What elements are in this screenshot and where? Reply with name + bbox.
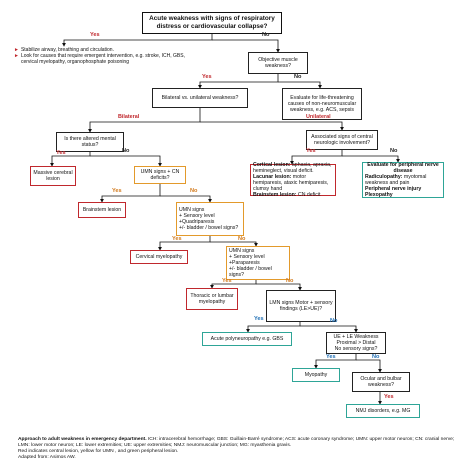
- cortical-lacunar-brainstem-box: Cortical lesion: aphasia, apraxia, hemin…: [250, 162, 336, 198]
- brainstem-lesion: Brainstem lesion: [78, 202, 126, 218]
- lmn-signs-question: LMN signs Motor + sensory findings (LE>U…: [266, 290, 336, 322]
- label-yes-umn-quad: Yes: [172, 236, 182, 242]
- label-yes-ue-le: Yes: [326, 354, 336, 360]
- label-no-central: No: [390, 148, 398, 154]
- nmj-disorders: NMJ disorders, e.g. MG: [346, 404, 420, 418]
- peripheral-nerve-box: Evaluate for peripheral nerve disease Ra…: [362, 162, 444, 198]
- label-yes-altered: Yes: [56, 150, 66, 156]
- label-no-umn-quad: No: [238, 236, 246, 242]
- label-unilateral: Unilateral: [306, 114, 331, 120]
- cervical-myelopathy: Cervical myelopathy: [130, 250, 188, 264]
- root-question: Acute weakness with signs of respiratory…: [142, 12, 282, 34]
- label-no-altered: No: [122, 148, 130, 154]
- thoracic-lumbar-myelopathy: Thoracic or lumbar myelopathy: [186, 288, 238, 310]
- red-triangle-icon: ►: [14, 53, 19, 59]
- umn-quadriparesis-question: UMN signs + Sensory level +Quadriparesis…: [176, 202, 244, 236]
- massive-cerebral-lesion: Massive cerebral lesion: [30, 166, 76, 186]
- ue-le-weakness-question: UE + LE Weakness Proximal > Distal No se…: [326, 332, 386, 354]
- label-yes-objective: Yes: [202, 74, 212, 80]
- myopathy: Myopathy: [292, 368, 340, 382]
- ocular-bulbar-question: Ocular and bulbar weakness?: [352, 372, 410, 392]
- label-yes-lmn: Yes: [254, 316, 264, 322]
- red-triangle-icon: ►: [14, 47, 19, 53]
- label-no-lmn: No: [330, 318, 338, 324]
- label-no-root: No: [262, 32, 270, 38]
- label-yes-umn-para: Yes: [222, 278, 232, 284]
- central-involvement-question: Associated signs of central neurologic i…: [306, 130, 378, 150]
- label-no-objective: No: [294, 74, 302, 80]
- label-bilateral: Bilateral: [118, 114, 140, 120]
- bilateral-vs-unilateral-question: Bilateral vs. unilateral weakness?: [152, 88, 248, 108]
- umn-cn-deficits-question: UMN signs + CN deficits?: [134, 166, 186, 184]
- label-no-ue-le: No: [372, 354, 380, 360]
- stabilize-list: ►Stabilize airway, breathing and circula…: [14, 47, 185, 65]
- acute-polyneuropathy: Acute polyneuropathy e.g. GBS: [202, 332, 292, 346]
- label-yes-central: Yes: [306, 148, 316, 154]
- label-yes-root: Yes: [90, 32, 100, 38]
- objective-weakness-question: Objective muscle weakness?: [248, 52, 308, 74]
- label-no-umn-cn: No: [190, 188, 198, 194]
- figure-caption: Approach to adult weakness in emergency …: [18, 437, 455, 461]
- label-no-umn-para: No: [286, 278, 294, 284]
- evaluate-non-neuromuscular: Evaluate for life-threatening causes of …: [282, 88, 362, 120]
- umn-paraparesis-question: UMN signs + Sensory level +Paraparesis +…: [226, 246, 290, 280]
- label-yes-umn-cn: Yes: [112, 188, 122, 194]
- altered-mental-status-question: Is there altered mental status?: [56, 132, 124, 152]
- label-yes-ocular: Yes: [384, 394, 394, 400]
